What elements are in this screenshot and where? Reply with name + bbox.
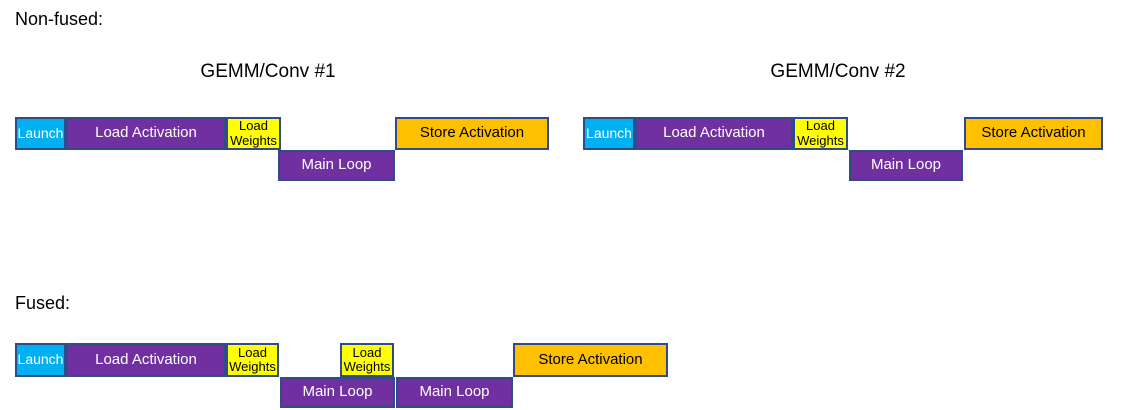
nonfused-g2-main-loop-bar: Main Loop — [849, 150, 963, 181]
fused-load-weights-2-bar: Load Weights — [340, 343, 394, 377]
nonfused-g1-launch-bar: Launch — [15, 117, 66, 150]
gemm-conv-2-title: GEMM/Conv #2 — [770, 61, 906, 82]
fused-main-loop-1-bar: Main Loop — [280, 377, 395, 408]
nonfused-g2-launch-bar: Launch — [583, 117, 635, 150]
nonfused-g1-load-weights-bar: Load Weights — [226, 117, 281, 150]
fused-section-label: Fused: — [15, 293, 71, 313]
nonfused-g2-load-activation-bar: Load Activation — [635, 117, 793, 150]
nonfused-g1-load-activation-bar: Load Activation — [66, 117, 226, 150]
gemm-conv-1-title: GEMM/Conv #1 — [200, 61, 336, 82]
nonfused-g1-main-loop-bar: Main Loop — [278, 150, 395, 181]
fused-store-activation-bar: Store Activation — [513, 343, 668, 377]
nonfused-g1-store-activation-bar: Store Activation — [395, 117, 549, 150]
fused-load-weights-1-bar: Load Weights — [226, 343, 279, 377]
fused-load-activation-bar: Load Activation — [66, 343, 226, 377]
nonfused-g2-load-weights-bar: Load Weights — [793, 117, 848, 150]
fused-main-loop-2-bar: Main Loop — [396, 377, 513, 408]
fused-launch-bar: Launch — [15, 343, 66, 377]
non-fused-section-label: Non-fused: — [15, 9, 104, 29]
nonfused-g2-store-activation-bar: Store Activation — [964, 117, 1103, 150]
